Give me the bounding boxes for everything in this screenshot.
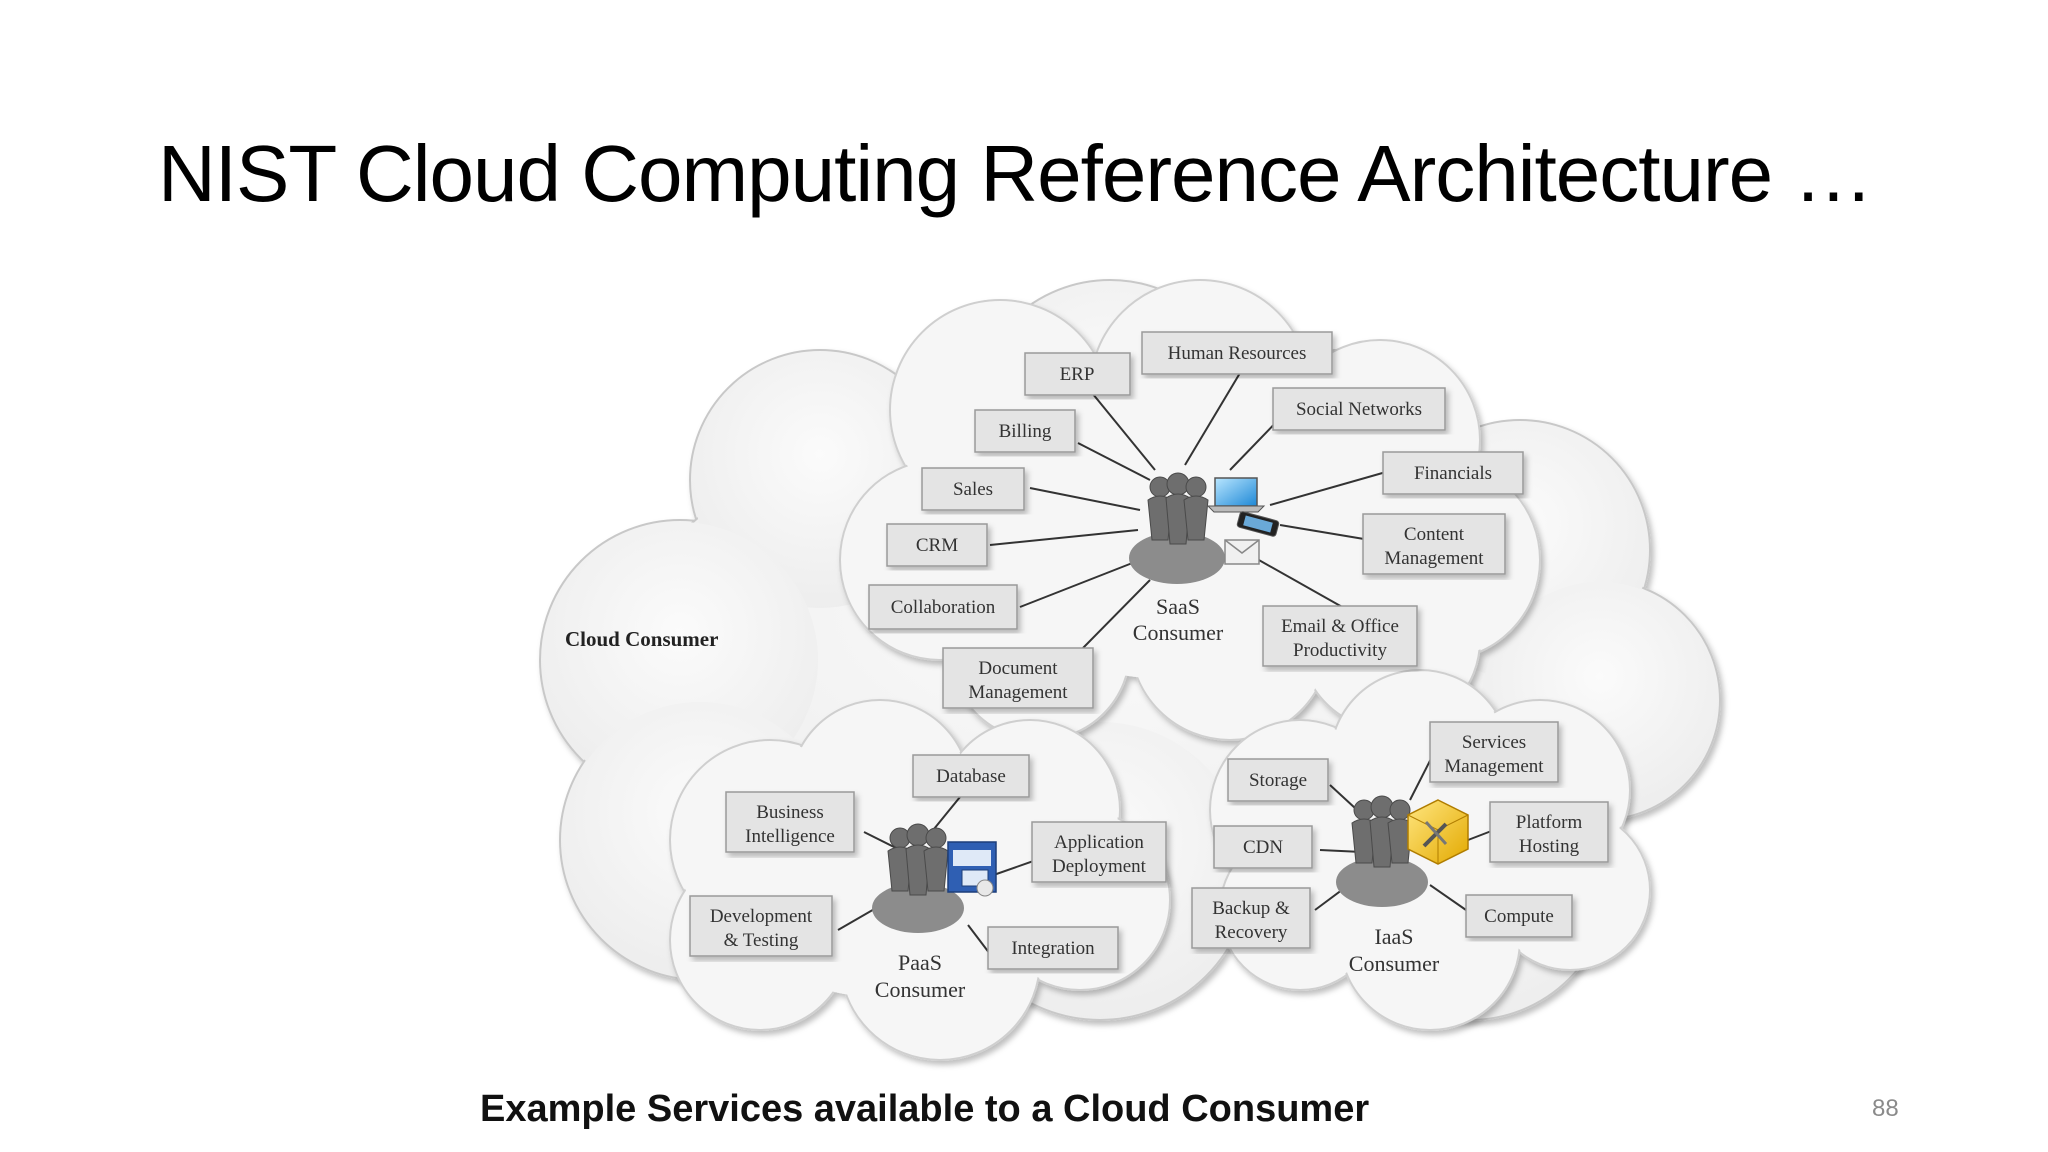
service-label: CRM (916, 535, 958, 556)
service-label: Financials (1414, 463, 1492, 484)
service-box-erp: ERP (1024, 352, 1131, 396)
service-label: Intelligence (745, 826, 835, 847)
service-label: Compute (1484, 906, 1554, 927)
service-label: Document (978, 658, 1058, 679)
service-label: Billing (999, 421, 1052, 442)
service-label: Deployment (1052, 856, 1147, 877)
service-box-platform-hosting: Platform Hosting (1489, 801, 1609, 863)
service-label: Development (710, 906, 813, 927)
service-label: ERP (1060, 364, 1095, 385)
paas-services: Database Business Intelligence Applicati… (689, 754, 1167, 970)
service-box-cdn: CDN (1213, 825, 1313, 869)
service-box-storage: Storage (1227, 758, 1329, 802)
service-box-integration: Integration (987, 926, 1119, 970)
saas-consumer-figure: SaaS Consumer (1129, 472, 1280, 645)
service-box-compute: Compute (1465, 894, 1573, 938)
people-group-icon (1351, 795, 1413, 868)
service-label: Storage (1249, 770, 1307, 791)
application-window-icon (947, 841, 997, 897)
diagram-caption: Example Services available to a Cloud Co… (480, 1088, 1370, 1130)
iaas-services: Storage Services Management CDN Platform… (1191, 721, 1609, 949)
service-label: & Testing (724, 930, 799, 951)
service-label: Productivity (1293, 640, 1387, 661)
service-box-development-testing: Development & Testing (689, 895, 833, 957)
service-box-sales: Sales (921, 467, 1025, 511)
people-group-icon (1147, 472, 1209, 545)
service-box-billing: Billing (974, 409, 1076, 453)
service-box-content-management: Content Management (1362, 513, 1506, 575)
iaas-consumer-figure: IaaS Consumer (1336, 795, 1469, 976)
tools-cube-icon (1407, 799, 1469, 865)
service-label: Management (1444, 756, 1544, 777)
service-box-social-networks: Social Networks (1272, 387, 1446, 431)
service-box-email-office-productivity: Email & Office Productivity (1262, 605, 1418, 667)
service-label: Email & Office (1281, 616, 1399, 637)
saas-services: ERP Human Resources Billing Social Netwo… (868, 331, 1524, 709)
iaas-consumer-label-line1: IaaS (1374, 924, 1413, 949)
smartphone-icon (1236, 511, 1280, 537)
laptop-icon (1206, 477, 1266, 513)
service-box-human-resources: Human Resources (1141, 331, 1333, 375)
page-number: 88 (1872, 1095, 1899, 1122)
service-label: Management (1384, 548, 1484, 569)
service-label: CDN (1243, 837, 1283, 858)
service-box-document-management: Document Management (942, 647, 1094, 709)
service-label: Application (1054, 832, 1144, 853)
service-label: Recovery (1215, 922, 1288, 943)
envelope-icon (1224, 539, 1260, 565)
service-label: Management (968, 682, 1068, 703)
service-box-business-intelligence: Business Intelligence (725, 791, 855, 853)
service-label: Services (1462, 732, 1526, 753)
service-label: Integration (1011, 938, 1095, 959)
cloud-consumer-label: Cloud Consumer (565, 627, 718, 651)
service-label: Human Resources (1168, 343, 1307, 364)
saas-consumer-label-line1: SaaS (1156, 594, 1200, 619)
service-label: Platform (1516, 812, 1583, 833)
service-label: Hosting (1519, 836, 1580, 857)
paas-consumer-figure: PaaS Consumer (872, 823, 997, 1002)
iaas-consumer-label-line2: Consumer (1349, 951, 1440, 976)
service-box-services-management: Services Management (1429, 721, 1559, 783)
service-label: Backup & (1212, 898, 1290, 919)
saas-connectors (989, 372, 1394, 649)
slide-title: NIST Cloud Computing Reference Architect… (158, 129, 1873, 218)
service-label: Database (936, 766, 1006, 787)
service-box-collaboration: Collaboration (868, 584, 1018, 630)
service-label: Content (1404, 524, 1465, 545)
saas-consumer-label-line2: Consumer (1133, 620, 1224, 645)
service-box-application-deployment: Application Deployment (1031, 821, 1167, 883)
service-label: Business (756, 802, 824, 823)
service-label: Social Networks (1296, 399, 1422, 420)
people-group-icon (887, 823, 949, 896)
paas-consumer-label-line2: Consumer (875, 977, 966, 1002)
service-box-financials: Financials (1382, 451, 1524, 495)
service-label: Collaboration (891, 597, 996, 618)
service-box-crm: CRM (886, 523, 988, 567)
service-box-database: Database (912, 754, 1030, 798)
service-box-backup-recovery: Backup & Recovery (1191, 887, 1311, 949)
service-label: Sales (953, 479, 993, 500)
paas-consumer-label-line1: PaaS (898, 950, 942, 975)
